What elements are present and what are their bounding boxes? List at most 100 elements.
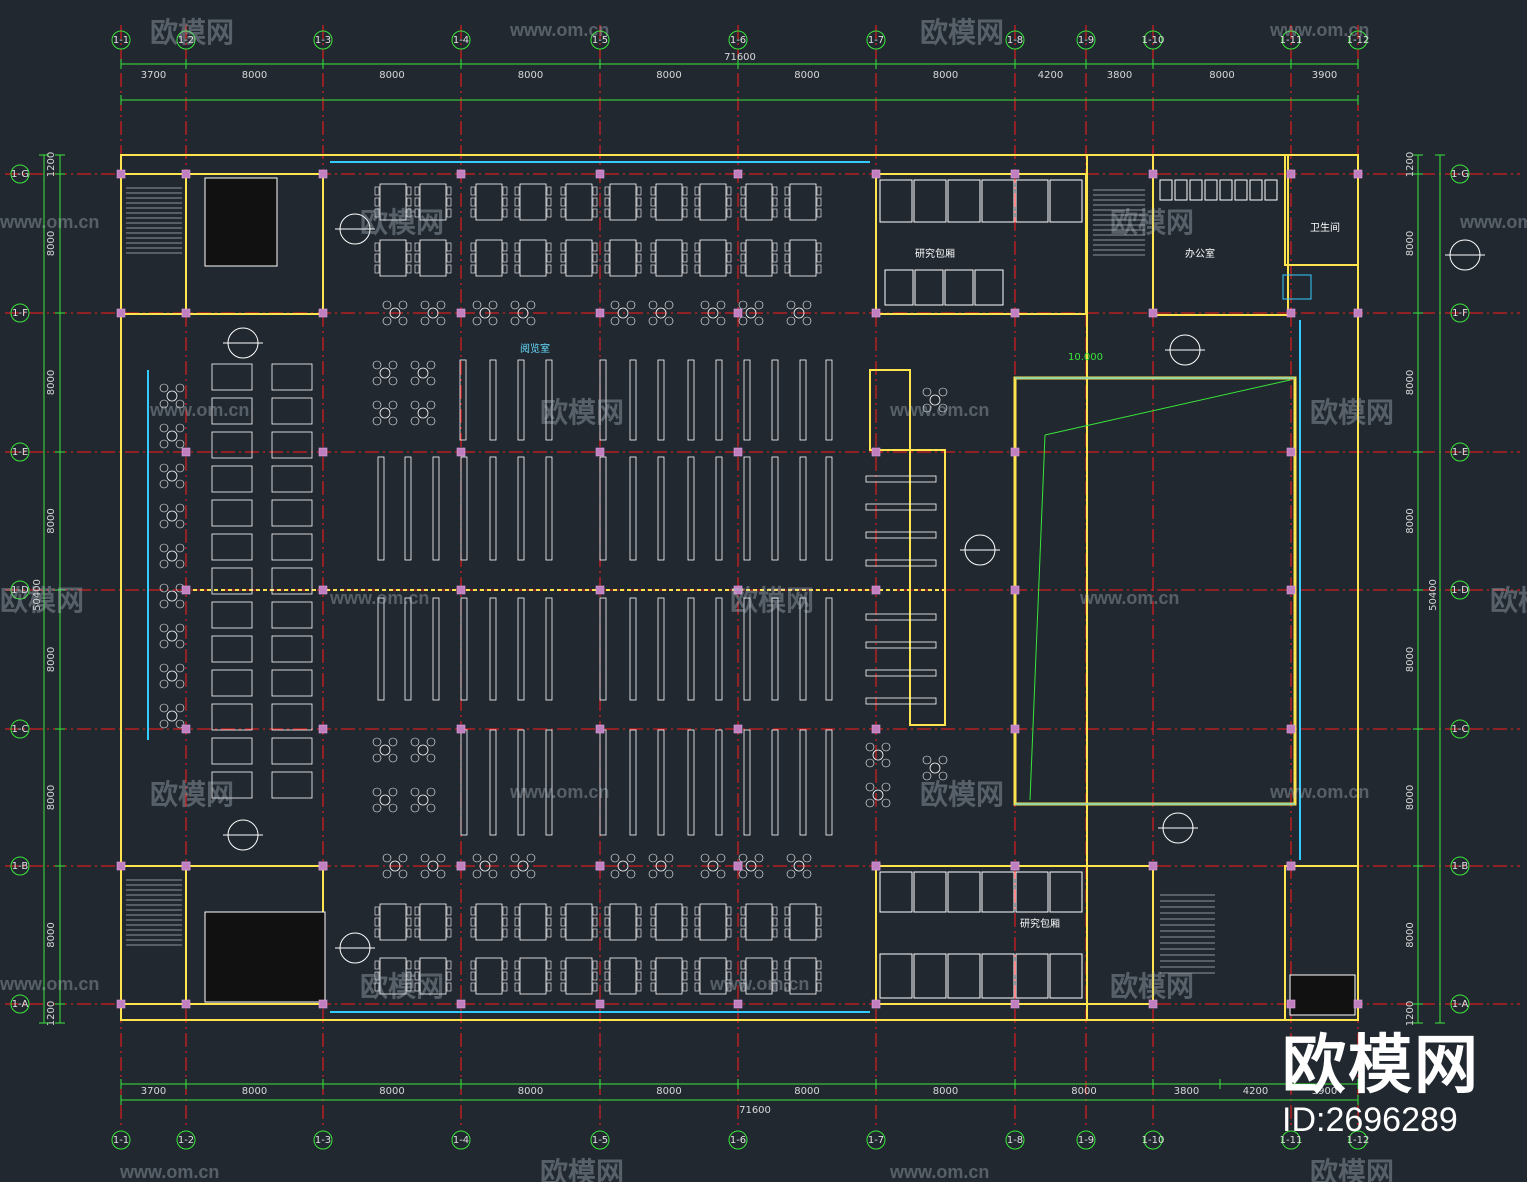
bookshelf [489,456,497,561]
watermark-site: www.om.cn [889,1162,989,1182]
chair [740,917,746,927]
chair [374,960,380,970]
chair [700,869,710,879]
chair [592,928,598,938]
chair [560,197,566,207]
chair [159,703,169,713]
core-se [1284,865,1359,1021]
chair [694,197,700,207]
table-round [745,860,757,872]
structural-column [1286,447,1296,457]
table-round [707,307,719,319]
chair [604,982,610,992]
axis-label: 1-D [11,585,29,596]
bookshelf [715,359,723,441]
chair [410,400,420,410]
chair [636,264,642,274]
chair [592,971,598,981]
chair [881,742,891,752]
reading-table [560,903,598,941]
table-round [793,860,805,872]
table-round [389,307,401,319]
chair [446,971,452,981]
chair [626,853,636,863]
chair [502,242,508,252]
chair [374,928,380,938]
axis-label: 1-F [12,308,28,319]
toilet-stall [1234,179,1248,201]
structural-column [456,447,466,457]
axis-label: 1-C [12,724,29,735]
chair [816,197,822,207]
reading-table-west [271,499,313,527]
bookshelf [460,729,468,836]
chair [560,982,566,992]
chair [726,906,732,916]
table-round [166,590,178,602]
chair [426,803,436,813]
chair [470,928,476,938]
chair [526,300,536,310]
dimension-text: 8000 [242,1086,267,1097]
leader-line [1044,379,1291,436]
chair [546,242,552,252]
dimension-text: 8000 [46,922,57,947]
chair [682,982,688,992]
structural-column [1148,861,1158,871]
chair [398,316,408,326]
table-round [655,860,667,872]
chair [470,960,476,970]
chair [159,663,169,673]
chair [650,186,656,196]
table-top [475,183,503,221]
chair [726,264,732,274]
structural-column [595,169,605,179]
chair [420,300,430,310]
table-round [166,550,178,562]
chair [648,869,658,879]
round-table [510,300,536,326]
chair [488,300,498,310]
chair [374,197,380,207]
chair [636,186,642,196]
chair [922,755,932,765]
chair [726,208,732,218]
chair [502,917,508,927]
chair [502,186,508,196]
chair [694,242,700,252]
chair [420,853,430,863]
table-top [379,183,407,221]
round-table [786,853,812,879]
axis-label: 1-10 [1142,1135,1165,1146]
chair [754,316,764,326]
chair [446,960,452,970]
axis-bubble [728,1130,748,1150]
axis-bubble [590,30,610,50]
bookshelf [657,597,665,701]
reading-table [604,957,642,995]
dimension-text: 3900 [1312,1086,1337,1097]
table-top [745,903,773,941]
structural-column [318,169,328,179]
chair [372,803,382,813]
axis-bubble [1281,30,1301,50]
chair [546,208,552,218]
bookshelf [743,729,751,836]
bookshelf [687,359,695,441]
watermark-site: www.om.cn [1269,20,1369,40]
chair [446,208,452,218]
chair [726,928,732,938]
chair [694,960,700,970]
chair [726,186,732,196]
round-table [159,423,185,449]
total-height-right: 50400 [1428,579,1439,611]
chair [694,982,700,992]
structural-column [1148,169,1158,179]
chair [410,803,420,813]
chair [716,869,726,879]
axis-bubble [1076,1130,1096,1150]
chair [784,928,790,938]
reading-table [414,183,452,221]
chair [726,960,732,970]
chair [175,719,185,729]
